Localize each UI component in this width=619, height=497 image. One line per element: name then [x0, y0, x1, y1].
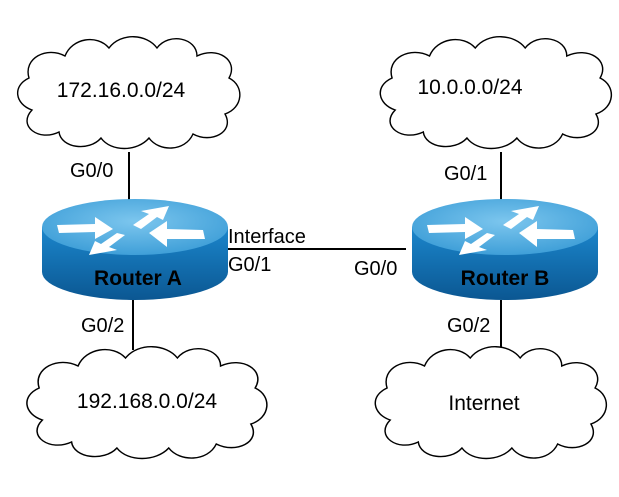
router-a-label: Router A: [94, 267, 182, 290]
links: [128, 152, 502, 350]
port-b-bottom: G0/2: [447, 315, 490, 337]
network-label-top-right: 10.0.0.0/24: [417, 76, 522, 99]
cloud-top-left: 172.16.0.0/24: [16, 36, 241, 150]
port-b-left: G0/0: [354, 258, 397, 280]
port-b-top: G0/1: [444, 163, 487, 185]
network-label-bottom-right: Internet: [448, 392, 519, 415]
link-label: Interface: [228, 226, 306, 248]
network-label-bottom-left: 192.168.0.0/24: [77, 390, 217, 413]
port-a-top: G0/0: [70, 160, 113, 182]
network-label-top-left: 172.16.0.0/24: [57, 79, 186, 102]
port-a-right: G0/1: [228, 254, 271, 276]
router-b-label: Router B: [461, 267, 550, 290]
port-a-bottom: G0/2: [81, 315, 124, 337]
